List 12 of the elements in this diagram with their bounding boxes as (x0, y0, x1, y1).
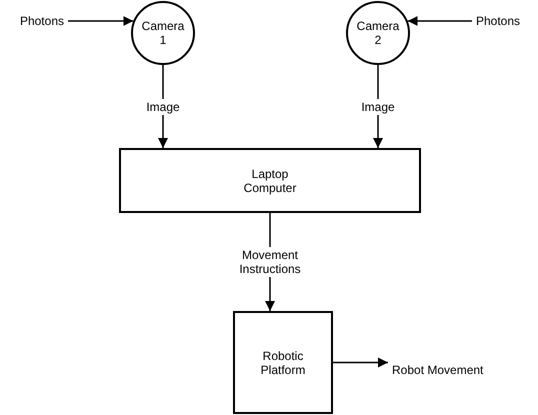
node-text: Photons (476, 14, 520, 28)
node-text: Robot Movement (392, 363, 484, 377)
arrow (408, 16, 472, 26)
node-text: Photons (20, 14, 64, 28)
node-text: Camera 1 (140, 19, 186, 47)
node-text: Camera 2 (356, 19, 400, 47)
process-box (119, 148, 421, 213)
arrow (68, 16, 134, 26)
arrow (333, 358, 388, 368)
process-box (233, 311, 333, 414)
node-text: Robotic Platform (260, 348, 306, 376)
node-text: Laptop Computer (242, 166, 298, 194)
